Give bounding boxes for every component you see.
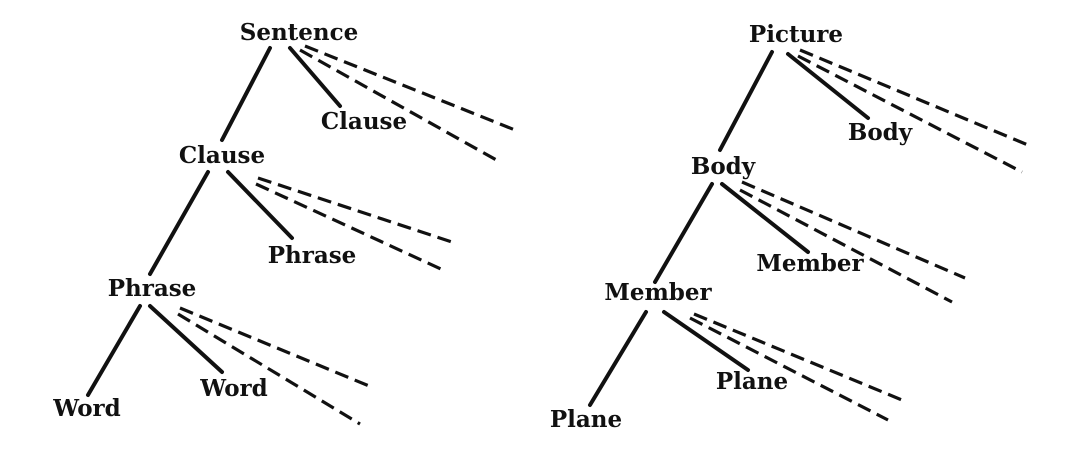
node-phrase: Phrase	[108, 275, 197, 302]
node-member-right: Member	[756, 250, 864, 277]
node-word: Word	[52, 395, 121, 422]
edge-sentence-dashed-2	[299, 48, 501, 164]
edge-member-plane	[588, 310, 648, 407]
edge-picture-dashed-2	[797, 54, 1023, 174]
node-sentence: Sentence	[240, 19, 359, 46]
edge-clause-phrase-right	[226, 170, 294, 240]
node-picture: Picture	[749, 21, 843, 48]
edge-clause-dashed-1	[257, 176, 456, 245]
node-clause: Clause	[179, 142, 265, 169]
edge-picture-body	[718, 50, 774, 152]
tree-picture-hierarchy: Picture Body Body Member Member Plane Pl…	[550, 21, 1029, 433]
node-clause-right: Clause	[321, 108, 407, 135]
tree-language-hierarchy: Sentence Clause Clause Phrase Phrase Wor…	[52, 19, 516, 426]
edge-member-dashed-1	[693, 312, 903, 402]
edge-sentence-clause-right	[288, 46, 342, 108]
node-body: Body	[691, 153, 756, 180]
edge-picture-dashed-1	[799, 48, 1029, 147]
edge-phrase-dashed-2	[177, 312, 361, 426]
edge-body-member	[653, 182, 714, 284]
edge-body-dashed-1	[741, 180, 966, 280]
edge-phrase-word-right	[148, 304, 224, 374]
edge-sentence-dashed-1	[304, 44, 516, 132]
edge-picture-body-right	[786, 52, 870, 120]
edge-body-dashed-2	[739, 188, 953, 304]
node-plane-right: Plane	[716, 368, 788, 395]
edge-phrase-word	[86, 304, 142, 397]
edge-sentence-clause	[220, 46, 272, 142]
edge-clause-dashed-2	[255, 182, 444, 272]
node-word-right: Word	[199, 375, 268, 402]
edge-phrase-dashed-1	[179, 306, 375, 390]
edge-body-member-right	[720, 182, 810, 254]
node-body-right: Body	[848, 119, 913, 146]
edge-member-plane-right	[662, 310, 750, 372]
edge-clause-phrase	[148, 170, 210, 276]
node-member: Member	[604, 279, 712, 306]
node-plane: Plane	[550, 406, 622, 433]
edge-member-dashed-2	[689, 316, 889, 422]
node-phrase-right: Phrase	[268, 242, 357, 269]
